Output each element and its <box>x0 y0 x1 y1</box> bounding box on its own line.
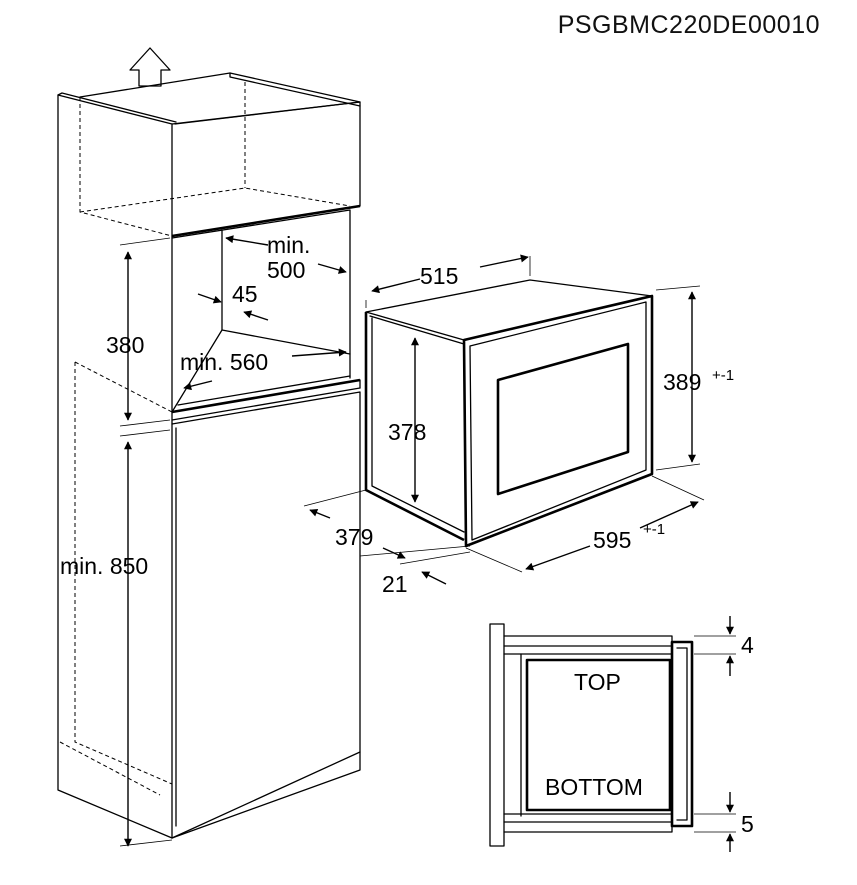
dim-bottom-gap: 5 <box>741 811 754 837</box>
label-bottom: BOTTOM <box>545 774 643 800</box>
dim-oven-width: 595 <box>593 527 631 553</box>
dim-oven-body-height: 378 <box>388 419 426 445</box>
side-section-detail <box>489 616 736 852</box>
dim-niche-width: min. 560 <box>180 349 268 375</box>
dim-front-offset: 45 <box>232 281 258 307</box>
dim-niche-height: 380 <box>106 332 144 358</box>
dim-cabinet-height: min. 850 <box>60 553 148 579</box>
dim-niche-depth-line1: min. <box>267 232 310 258</box>
arrow-up-icon <box>129 47 171 87</box>
dim-front-thickness: 21 <box>382 571 408 597</box>
microwave-oven <box>364 279 654 548</box>
dim-oven-front-height-tolerance: +-1 <box>712 367 734 384</box>
dim-oven-front-height: 389 <box>663 369 701 395</box>
dim-top-gap: 4 <box>741 632 754 658</box>
document-code: PSGBMC220DE00010 <box>558 11 820 39</box>
dim-oven-width-tolerance: +-1 <box>643 521 665 538</box>
tall-cabinet <box>57 72 361 839</box>
label-top: TOP <box>574 669 621 695</box>
dim-niche-depth-line2: 500 <box>267 257 305 283</box>
cabinet-dimensions <box>119 235 347 847</box>
dim-oven-body-depth: 379 <box>335 524 373 550</box>
oven-dimensions <box>303 254 705 585</box>
dim-oven-depth: 515 <box>420 263 458 289</box>
